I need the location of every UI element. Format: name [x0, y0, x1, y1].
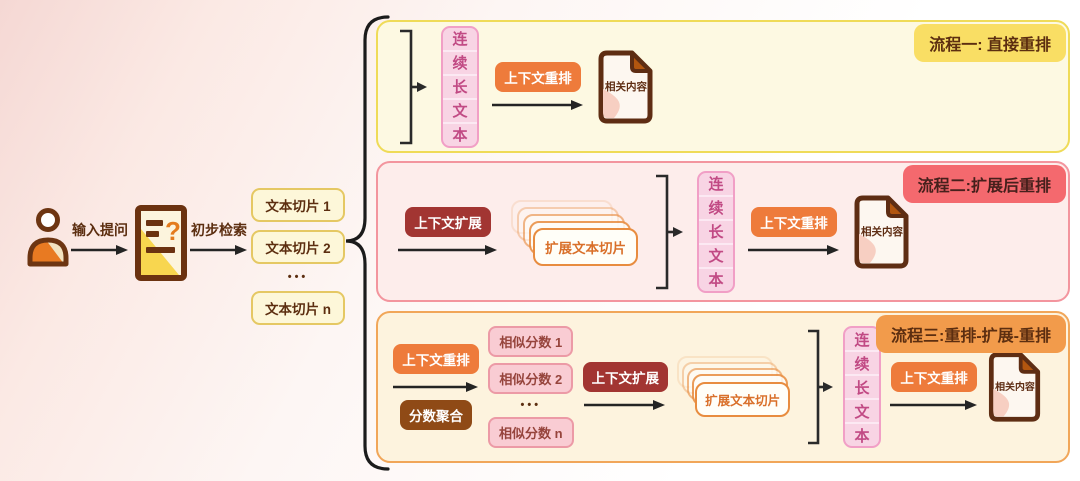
expanded-card-label: 扩展文本切片 [533, 227, 638, 266]
panel-expand-then-rerank: 流程二:扩展后重排 上下文扩展 扩展文本切片 [376, 161, 1070, 302]
result-doc-label: 相关内容 [861, 225, 903, 238]
panel-3-title-badge: 流程三:重排-扩展-重排 [876, 315, 1066, 353]
expanded-cards-stack: 扩展文本切片 [511, 199, 641, 266]
vchar: 续 [845, 350, 880, 374]
vchar: 长 [443, 73, 477, 98]
person-icon [24, 206, 72, 268]
arrow-right-icon [748, 244, 839, 255]
rerank-action: 上下文重排 [748, 206, 840, 257]
continuous-text-stack: 连 续 长 文 本 [843, 326, 882, 448]
ellipsis: ••• [287, 271, 309, 283]
result-doc-icon: 相关内容 [987, 351, 1043, 423]
expand-badge: 上下文扩展 [582, 362, 669, 392]
result-doc-icon: 相关内容 [597, 49, 655, 125]
expand-action: 上下文扩展 [582, 362, 669, 412]
curly-brace [338, 14, 392, 472]
initial-retrieval-step: 初步检索 [190, 220, 248, 257]
text-chunk-n: 文本切片 n [251, 291, 345, 325]
panel-rerank-expand-rerank: 流程三:重排-扩展-重排 上下文重排 分数聚合 相似分数 1 相似分数 2 ••… [376, 311, 1070, 463]
text-chunk-list: 文本切片 1 文本切片 2 ••• 文本切片 n [251, 188, 345, 325]
vchar: 连 [452, 31, 468, 48]
svg-text:?: ? [165, 216, 181, 246]
expand-action: 上下文扩展 [398, 206, 498, 257]
arrow-right-icon [190, 245, 247, 255]
text-chunk-1: 文本切片 1 [251, 188, 345, 222]
input-question-label: 输入提问 [72, 222, 128, 238]
rerank-action: 上下文重排 [890, 362, 978, 412]
expanded-card-label: 扩展文本切片 [695, 382, 791, 417]
arrow-right-icon [398, 244, 497, 255]
panel-2-title-badge: 流程二:扩展后重排 [902, 165, 1066, 203]
arrow-right-icon [71, 245, 128, 255]
result-doc-icon: 相关内容 [853, 194, 911, 270]
vchar: 本 [699, 266, 733, 291]
arrow-right-icon [890, 400, 978, 410]
question-doc-icon: ? [133, 203, 189, 283]
expand-badge: 上下文扩展 [405, 206, 491, 237]
vchar: 续 [699, 194, 733, 219]
arrow-right-icon [393, 382, 478, 392]
arrow-right-icon [584, 400, 666, 410]
score-chip-n: 相似分数 n [488, 417, 574, 448]
vchar: 连 [708, 176, 724, 193]
similarity-score-list: 相似分数 1 相似分数 2 ••• 相似分数 n [488, 326, 574, 448]
panel-1-title-badge: 流程一: 直接重排 [914, 24, 1066, 62]
vchar: 续 [443, 49, 477, 74]
result-doc-label: 相关内容 [605, 80, 647, 93]
rerank-badge: 上下文重排 [751, 206, 837, 237]
vchar: 本 [443, 121, 477, 146]
vchar: 连 [854, 331, 870, 349]
continuous-text-stack: 连 续 长 文 本 [697, 170, 735, 293]
panel-direct-rerank: 流程一: 直接重排 连 续 长 文 本 上下文重排 [376, 20, 1070, 153]
vchar: 文 [443, 97, 477, 122]
initial-retrieval-label: 初步检索 [191, 222, 247, 238]
gather-bracket-icon [656, 174, 683, 289]
vchar: 文 [845, 398, 880, 422]
vchar: 文 [699, 242, 733, 267]
rerank-action: 上下文重排 [492, 61, 584, 112]
rerank-badge: 上下文重排 [393, 344, 479, 374]
aggregate-badge: 分数聚合 [400, 400, 472, 430]
ellipsis: ••• [520, 399, 542, 411]
expanded-cards-stack: 扩展文本切片 [677, 356, 797, 418]
continuous-text-stack: 连 续 长 文 本 [441, 25, 479, 148]
input-question-step: 输入提问 [71, 220, 129, 257]
gather-bracket-icon [808, 329, 834, 445]
rerank-aggregate-action: 上下文重排 分数聚合 [393, 344, 479, 430]
gather-bracket-icon [400, 29, 427, 144]
rerank-badge: 上下文重排 [495, 61, 581, 92]
vchar: 本 [845, 422, 880, 446]
vchar: 长 [699, 218, 733, 243]
vchar: 长 [845, 374, 880, 398]
score-chip-1: 相似分数 1 [488, 326, 574, 357]
arrow-right-icon [492, 99, 583, 110]
result-doc-label: 相关内容 [995, 380, 1035, 393]
score-chip-2: 相似分数 2 [488, 363, 574, 394]
rerank-badge: 上下文重排 [891, 362, 977, 392]
text-chunk-2: 文本切片 2 [251, 230, 345, 264]
